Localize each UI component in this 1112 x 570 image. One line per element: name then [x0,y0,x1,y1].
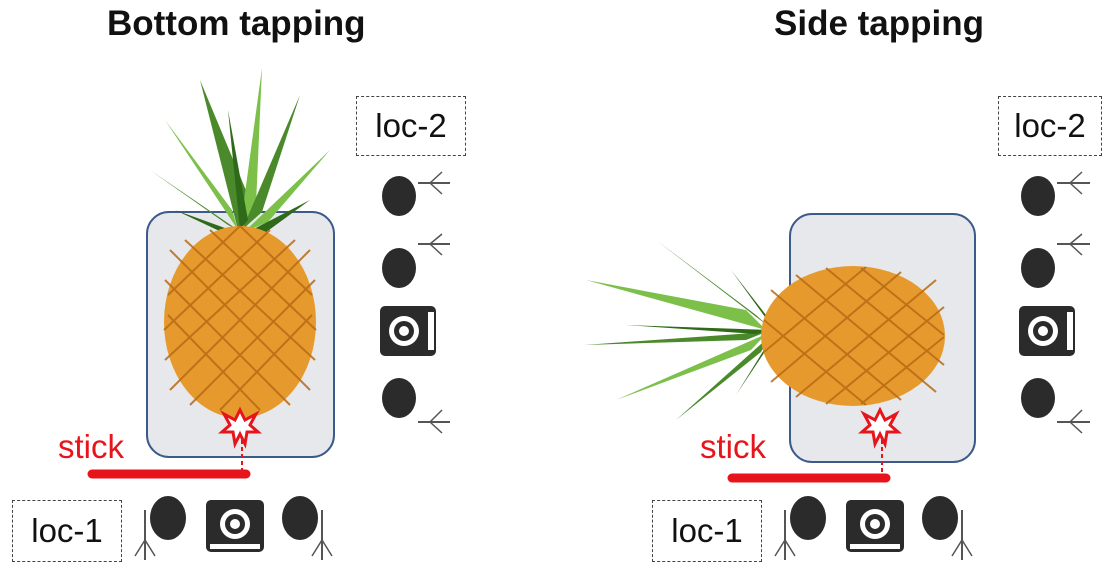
microphone-icon [382,233,450,288]
panel-side-tapping: Side tapping [556,0,1112,570]
panel-title: Side tapping [774,4,984,43]
microphone-icon [922,496,973,560]
tap-point-icon [858,406,902,449]
bottom-tapping-illustration [87,68,450,560]
camera-icon [846,500,904,552]
microphone-icon [1021,233,1090,288]
panel-bottom-tapping: Bottom tapping [12,4,466,562]
microphone-icon [774,496,826,560]
tap-point-icon [218,406,262,449]
pineapple-icon [163,225,317,418]
loc-1-label: loc-1 [12,500,122,562]
camera-icon [1019,306,1075,356]
microphone-icon [382,378,450,434]
camera-icon [206,500,264,552]
pineapple-icon [761,266,945,406]
pineapple-crown [150,68,330,238]
microphone-icon [134,496,186,560]
stick-label: stick [700,428,766,465]
stick-label: stick [58,428,124,465]
side-tapping-illustration [584,171,1090,560]
microphone-icon [1021,378,1090,434]
loc-2-label: loc-2 [998,96,1102,156]
panel-title: Bottom tapping [107,4,366,43]
pineapple-crown [584,240,770,420]
loc-2-label: loc-2 [356,96,466,156]
microphone-icon [1021,171,1090,216]
microphone-icon [282,496,333,560]
microphone-icon [382,171,450,216]
loc-1-label: loc-1 [652,500,762,562]
camera-icon [380,306,436,356]
